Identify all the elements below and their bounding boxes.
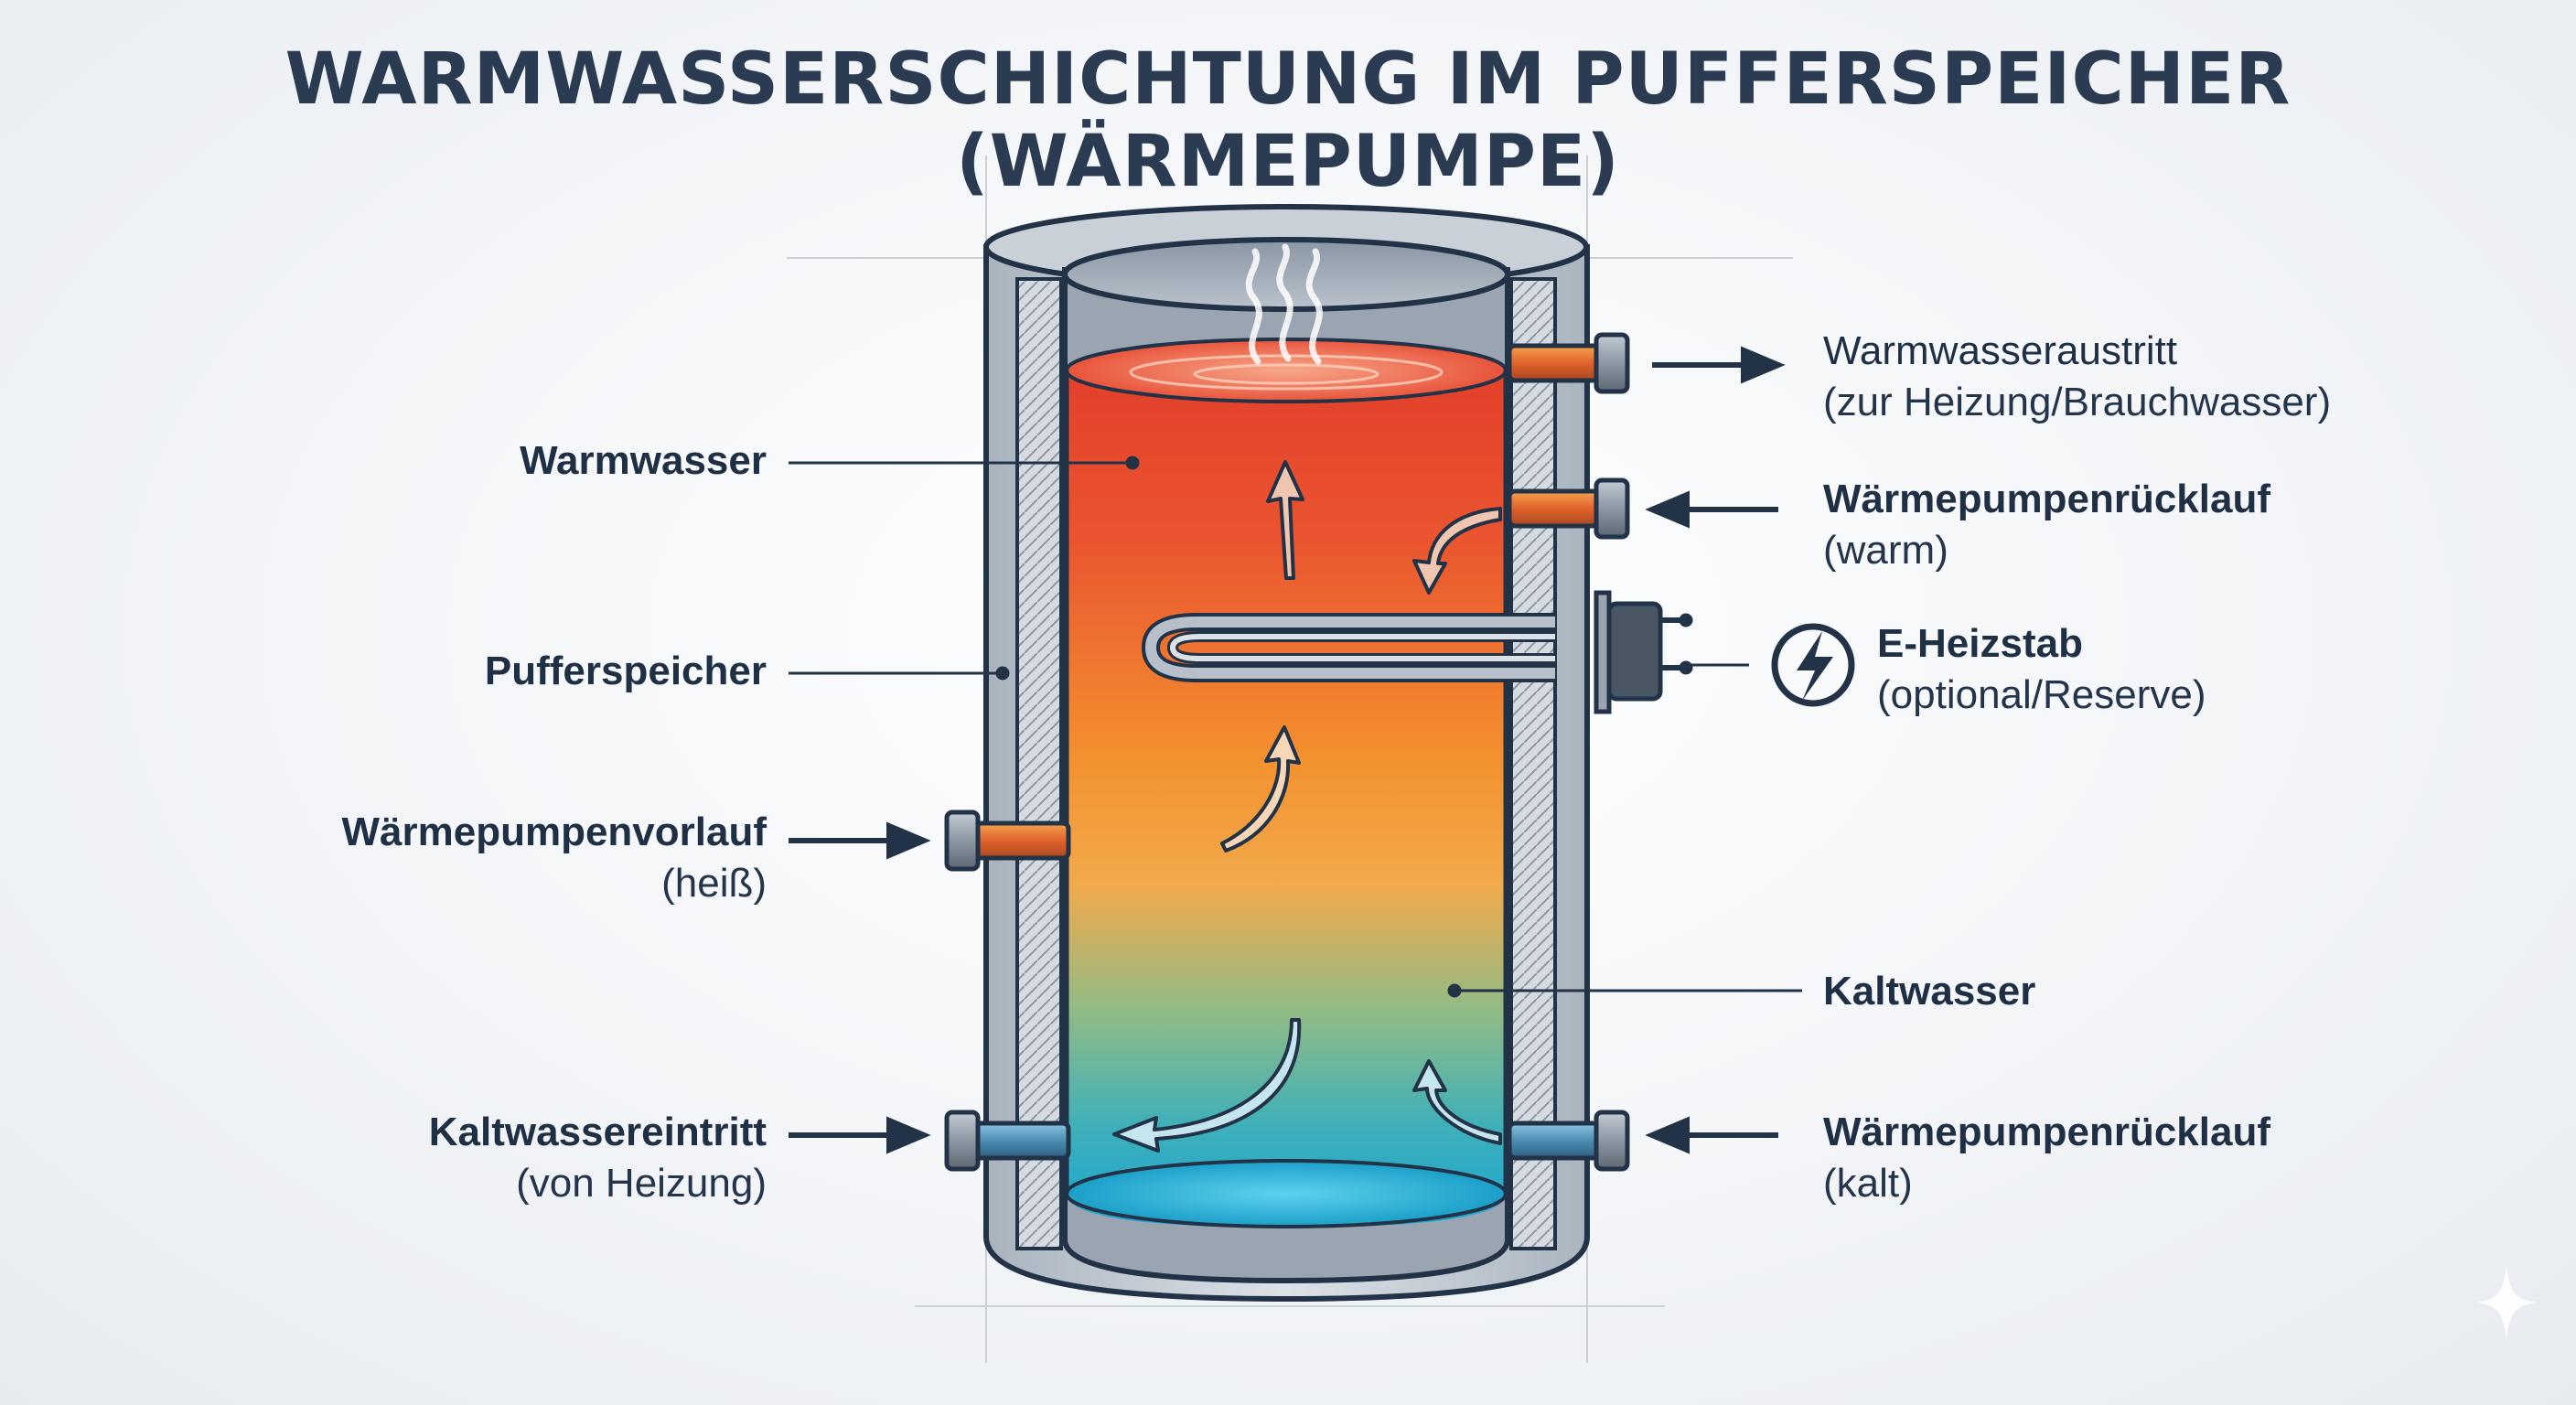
arrow-icon [1645,490,1778,529]
label-wp-ruecklauf-warm: Wärmepumpenrücklauf (warm) [1823,474,2270,576]
label-wp-ruecklauf-kalt-sub: (kalt) [1823,1161,1913,1206]
lightning-icon [1771,623,1855,707]
arrow-icon [1220,725,1301,853]
label-wp-vorlauf: Wärmepumpenvorlauf (heiß) [341,807,767,909]
arrow-icon [1412,1059,1502,1145]
label-warmwasser-text: Warmwasser [520,438,767,483]
label-wp-vorlauf-sub: (heiß) [661,861,767,906]
pipe-warmwasseraustritt [1507,332,1630,394]
diagram-title: WARMWASSERSCHICHTUNG IM PUFFERSPEICHER (… [284,38,2292,203]
arrow-icon [1266,460,1304,580]
flow-arrows [1112,460,1502,1153]
label-kaltwasser: Kaltwasser [1823,966,2035,1017]
label-wp-ruecklauf-kalt-main: Wärmepumpenrücklauf [1823,1110,2270,1154]
heating-rod [1141,590,1693,714]
external-arrows [789,346,1786,1154]
label-pufferspeicher-text: Pufferspeicher [484,649,767,693]
arrow-icon [1645,1116,1778,1154]
label-wp-ruecklauf-kalt: Wärmepumpenrücklauf (kalt) [1823,1107,2270,1209]
arrow-icon [789,821,931,860]
label-wp-ruecklauf-warm-sub: (warm) [1823,528,1948,573]
label-wp-ruecklauf-warm-main: Wärmepumpenrücklauf [1823,477,2270,521]
label-kaltwassereintritt-sub: (von Heizung) [516,1161,767,1206]
label-kaltwassereintritt: Kaltwassereintritt (von Heizung) [429,1107,767,1209]
water-bottom [1065,1159,1508,1228]
label-wp-vorlauf-main: Wärmepumpenvorlauf [341,810,767,854]
label-warmwasser: Warmwasser [520,435,767,487]
arrow-icon [1412,507,1502,595]
label-warmwasseraustritt-sub: (zur Heizung/Brauchwasser) [1823,380,2332,424]
arrow-icon [789,1116,931,1154]
label-e-heizstab: E-Heizstab (optional/Reserve) [1877,618,2206,721]
pipe-wp-vorlauf [944,810,1071,872]
label-e-heizstab-sub: (optional/Reserve) [1877,672,2206,717]
label-e-heizstab-main: E-Heizstab [1877,621,2083,666]
arrow-icon [1652,346,1786,384]
label-pufferspeicher: Pufferspeicher [485,646,767,697]
steam-icon [1245,243,1323,365]
sparkle-icon [2477,1266,2536,1339]
leader-lines [789,456,1802,998]
pipe-wp-ruecklauf-kalt [1507,1110,1630,1172]
label-warmwasseraustritt: Warmwasseraustritt (zur Heizung/Brauchwa… [1823,326,2331,428]
label-warmwasseraustritt-main: Warmwasseraustritt [1823,328,2178,373]
pipe-kaltwassereintritt [944,1110,1071,1172]
pipe-wp-ruecklauf-warm [1507,477,1630,540]
arrow-icon [1112,1018,1302,1153]
label-kaltwasser-text: Kaltwasser [1823,969,2036,1014]
label-kaltwassereintritt-main: Kaltwassereintritt [428,1110,767,1154]
